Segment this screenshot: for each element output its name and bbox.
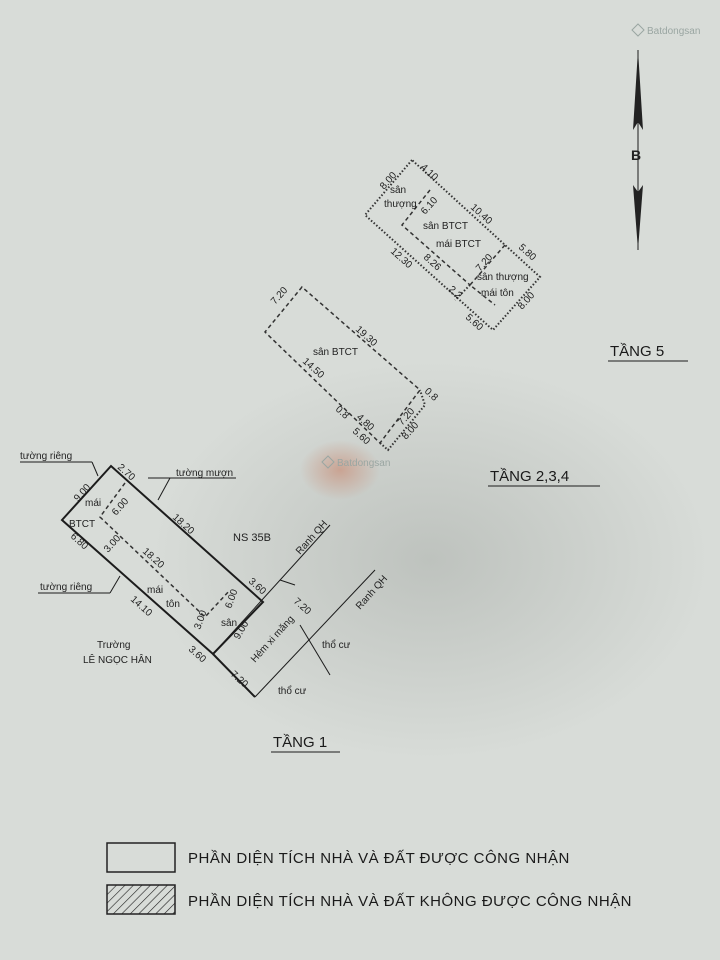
label: sân BTCT (313, 347, 358, 358)
legend-label-recognized: PHẦN DIỆN TÍCH NHÀ VÀ ĐẤT ĐƯỢC CÔNG NHẬN (188, 850, 570, 867)
label: sân thượng (477, 272, 529, 283)
label: thượng (384, 199, 417, 210)
legend-swatch-recognized (106, 842, 176, 873)
label: thổ cư (278, 685, 307, 697)
legend-label-not-recognized: PHẦN DIỆN TÍCH NHÀ VÀ ĐẤT KHÔNG ĐƯỢC CÔN… (188, 893, 632, 910)
label: mái tôn (481, 288, 514, 299)
label-private-wall: tường riêng (20, 451, 72, 462)
north-letter: B (631, 147, 641, 163)
label-borrowed-wall: tường mượn (176, 468, 233, 479)
label-school: LÊ NGỌC HÂN (83, 653, 152, 666)
dimension: 6.10 (419, 195, 440, 217)
label-neighbor: NS 35B (233, 532, 271, 544)
legend: PHẦN DIỆN TÍCH NHÀ VÀ ĐẤT ĐƯỢC CÔNG NHẬN… (106, 842, 632, 915)
dimension: 5.60 (463, 312, 485, 333)
label: tôn (166, 599, 180, 610)
label-school: Trường (97, 640, 130, 651)
dimension: 8.00 (516, 290, 537, 312)
dimension: 10.40 (468, 202, 494, 227)
dimension: 6.80 (68, 531, 90, 552)
dimension: 2.2 (446, 284, 464, 302)
label: sân (221, 618, 237, 629)
label: mái (85, 498, 101, 509)
dimension: 5.80 (516, 242, 538, 263)
watermark-top: Batdongsan (631, 23, 700, 37)
brand-logo-icon (321, 455, 335, 469)
label-private-wall: tường riêng (40, 582, 92, 593)
dimension: 7.20 (474, 252, 495, 274)
label: sân BTCT (423, 221, 468, 232)
dimension: 8.26 (421, 252, 443, 273)
brand-logo-icon (631, 23, 645, 37)
label: mái BTCT (436, 239, 481, 250)
watermark-text: Batdongsan (647, 26, 700, 37)
shadow (150, 360, 710, 760)
legend-swatch-not-recognized (106, 884, 176, 915)
stain (300, 440, 380, 500)
watermark-text: Batdongsan (337, 458, 390, 469)
watermark-center: Batdongsan (321, 455, 390, 469)
dimension: 12.30 (388, 246, 414, 271)
label: sân (390, 185, 406, 196)
floor-5-title: TẦNG 5 (610, 343, 664, 360)
floor-1-title: TẦNG 1 (273, 734, 327, 751)
north-arrow: B (631, 50, 643, 250)
label: thổ cư (322, 639, 351, 651)
label: BTCT (69, 519, 95, 530)
dimension: 4.10 (418, 162, 440, 183)
label: mái (147, 585, 163, 596)
dimension: 19.30 (353, 324, 379, 349)
north-arrow-icon (633, 50, 643, 130)
floor-234-title: TẦNG 2,3,4 (490, 468, 569, 485)
dimension: 6.00 (110, 496, 131, 518)
